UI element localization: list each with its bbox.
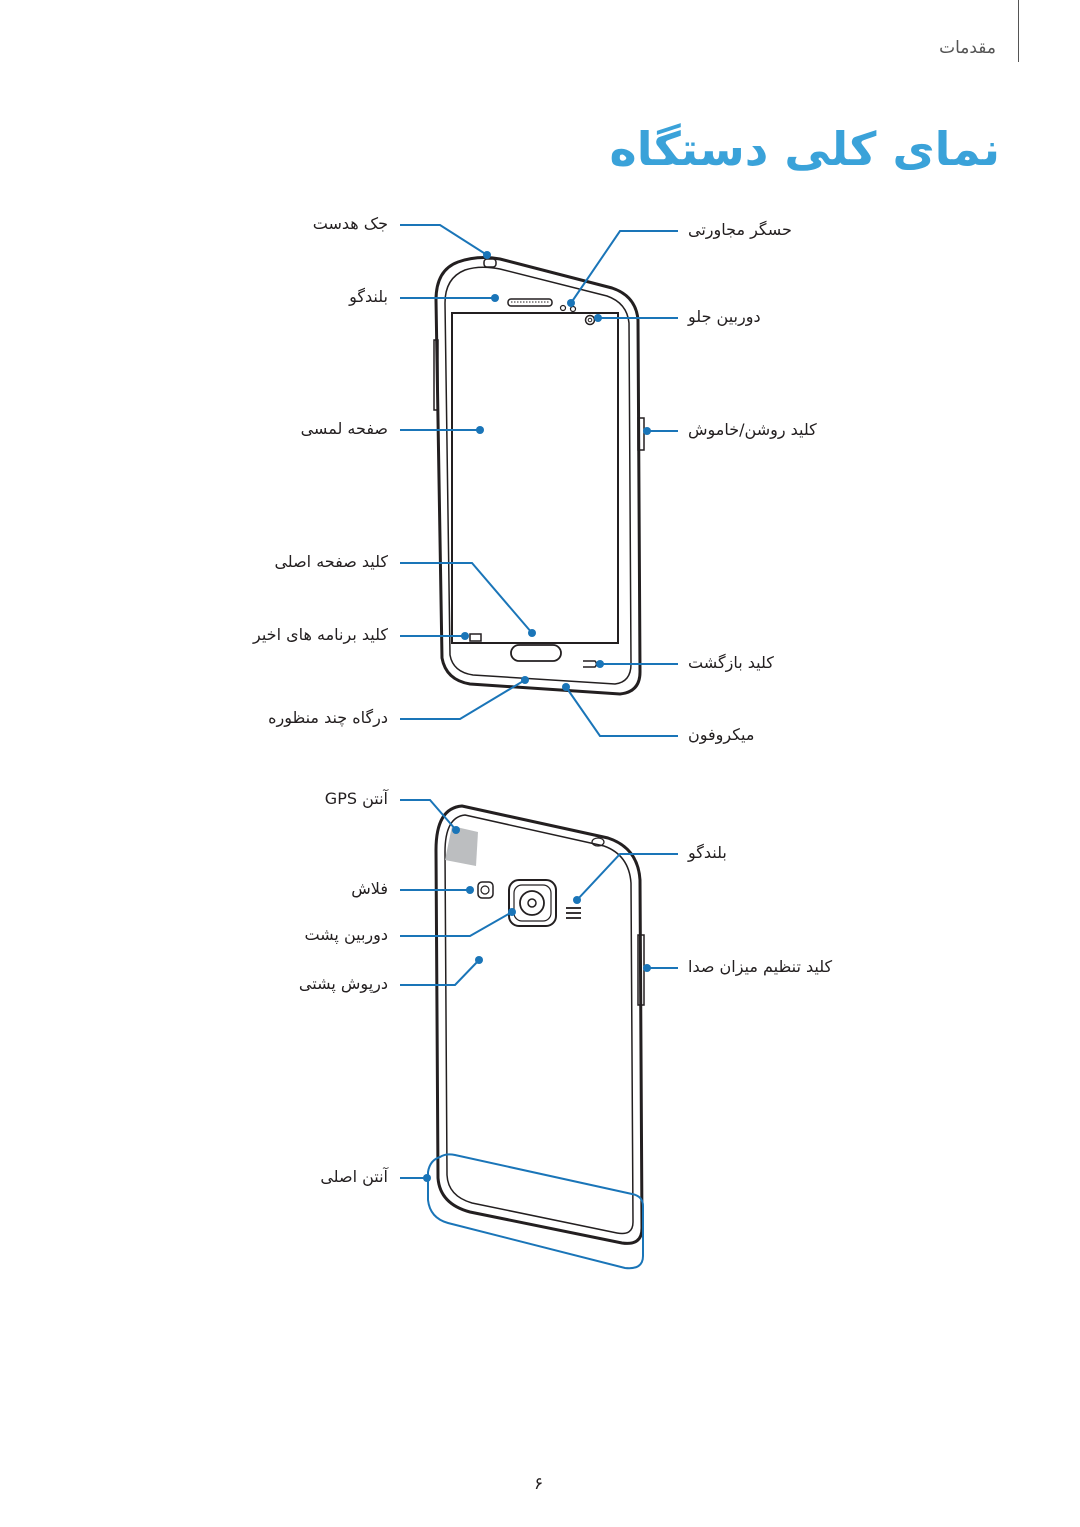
gps-antenna-label: آنتن GPS: [324, 789, 388, 808]
section-label: مقدمات: [939, 38, 996, 58]
front-camera-label: دوربین جلو: [688, 307, 761, 326]
back-key-label: کلید بازگشت: [688, 653, 774, 672]
multipurpose-jack-label: درگاه چند منظوره: [268, 708, 388, 727]
section-divider: [1018, 0, 1019, 62]
back-cover-label: درپوش پشتی: [298, 974, 388, 993]
page-title: نمای کلی دستگاه: [609, 122, 1000, 176]
front-device-illustration: [433, 256, 645, 696]
proximity-sensor-label: حسگر مجاورتی: [688, 220, 792, 239]
speaker-back-label: بلندگو: [688, 843, 727, 862]
headset-jack-label: جک هدست: [312, 214, 388, 233]
volume-key-label: کلید تنظیم میزان صدا: [688, 957, 833, 976]
main-antenna-label: آنتن اصلی: [320, 1167, 388, 1186]
touch-screen-label: صفحه لمسی: [300, 419, 388, 438]
power-key-label: کلید روشن/خاموش: [688, 420, 817, 439]
microphone-label: میکروفون: [688, 725, 755, 744]
flash-label: فلاش: [351, 879, 388, 898]
back-device-illustration: [434, 804, 645, 1245]
speaker-top-label: بلندگو: [349, 287, 388, 306]
recent-apps-key-label: کلید برنامه های اخیر: [253, 625, 388, 644]
home-key-label: کلید صفحه اصلی: [274, 552, 388, 571]
page-number: ۶: [534, 1474, 544, 1494]
rear-camera-label: دوربین پشت: [304, 925, 388, 944]
